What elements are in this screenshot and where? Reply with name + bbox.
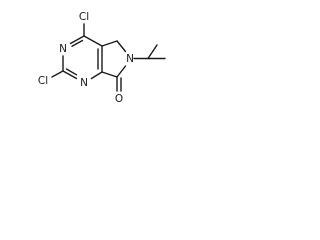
n-ring-upper-label: N — [59, 43, 67, 55]
bond-c2-n1-inner — [65, 68, 78, 76]
bonds — [51, 23, 166, 92]
bond-c4a-c5 — [101, 40, 118, 47]
bond-c7-c7a — [101, 71, 118, 78]
n-lactam-label: N — [126, 53, 134, 65]
bond-c5-n6 — [116, 40, 127, 53]
atom-labels: Cl N Cl N N O — [38, 11, 134, 105]
bond-c2-cl — [51, 70, 64, 78]
cl-left-label: Cl — [38, 75, 48, 87]
bond-c4-n3 — [69, 35, 85, 45]
cl-top-label: Cl — [79, 11, 89, 23]
bond-n6-c7 — [116, 65, 127, 78]
bond-c4-n3-inner — [71, 39, 84, 47]
bond-n1-c7a — [90, 71, 103, 80]
bond-c4a-c4 — [83, 35, 103, 47]
chemical-structure: Cl N Cl N N O — [38, 11, 166, 105]
o-carbonyl-label: O — [115, 93, 123, 105]
bond-c2-n1 — [62, 70, 78, 80]
bond-ch-me1 — [147, 44, 158, 60]
n-ring-lower-label: N — [80, 77, 88, 89]
